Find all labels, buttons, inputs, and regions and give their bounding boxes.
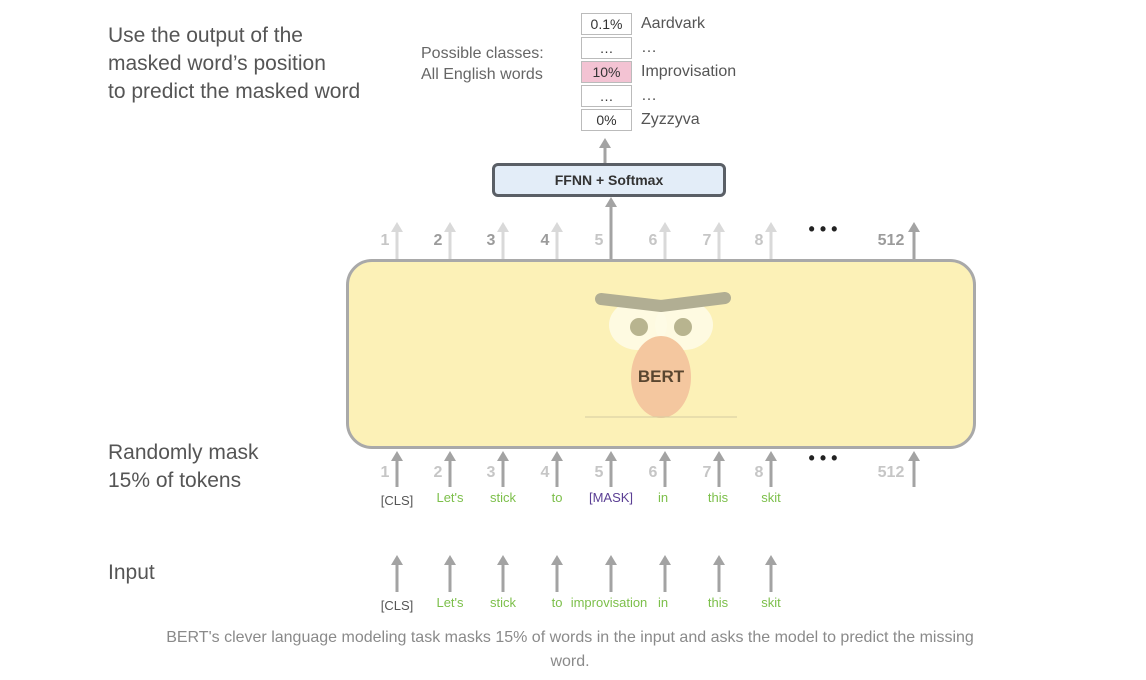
input-position-number: 1 — [380, 464, 390, 481]
input-position-number: 7 — [702, 464, 712, 481]
class-probability: … — [581, 85, 632, 107]
input-position-number-last: 512 — [877, 464, 905, 481]
masked-token: skit — [761, 490, 781, 505]
output-position-number: 8 — [754, 232, 764, 249]
input-note: Input — [108, 561, 155, 584]
mask-note-line: Randomly mask — [108, 441, 259, 464]
class-word: Aardvark — [641, 15, 706, 32]
input-ellipsis: • • • — [808, 448, 838, 468]
model-input-arrow — [765, 451, 777, 487]
output-arrow — [713, 222, 725, 259]
classes-label-line: Possible classes: — [421, 45, 544, 62]
class-probability: 0% — [581, 109, 632, 131]
input-position-number: 2 — [433, 464, 443, 481]
bert-face-icon — [585, 292, 737, 418]
class-word: … — [641, 39, 657, 56]
raw-input-arrow — [659, 555, 671, 592]
figure-caption: BERT's clever language modeling task mas… — [0, 626, 1140, 674]
output-position-number: 2 — [433, 232, 443, 249]
input-position-number: 5 — [594, 464, 604, 481]
class-probability: 0.1% — [581, 13, 632, 35]
masked-token: in — [657, 490, 669, 505]
input-position-number: 3 — [486, 464, 496, 481]
raw-input-arrow — [605, 555, 617, 592]
raw-input-arrow — [444, 555, 456, 592]
output-arrow — [551, 222, 563, 259]
masked-token: Let's — [436, 490, 464, 505]
model-label: BERT — [637, 367, 685, 386]
model-input-arrow — [605, 451, 617, 487]
classes-label-line: All English words — [421, 66, 543, 83]
input-token: skit — [761, 595, 781, 610]
raw-input-arrow — [765, 555, 777, 592]
model-input-arrow — [391, 451, 403, 487]
model-input-arrow — [497, 451, 509, 487]
output-position-number: 4 — [540, 232, 550, 249]
raw-input-arrow — [391, 555, 403, 592]
output-arrow-last — [908, 222, 920, 259]
predict-note-line: Use the output of the — [108, 24, 303, 47]
raw-input-arrow — [551, 555, 563, 592]
masked-token: this — [707, 490, 729, 505]
output-position-number: 6 — [648, 232, 658, 249]
masked-token: [MASK] — [588, 490, 634, 505]
input-token: to — [551, 595, 563, 610]
caption-line: BERT's clever language modeling task mas… — [166, 629, 974, 646]
output-ellipsis: • • • — [808, 219, 838, 239]
class-probability: … — [581, 37, 632, 59]
model-input-arrow — [659, 451, 671, 487]
raw-input-arrow — [497, 555, 509, 592]
input-token: this — [707, 595, 729, 610]
output-position-number: 3 — [486, 232, 496, 249]
output-position-number-last: 512 — [877, 232, 905, 249]
model-input-arrow-last — [908, 451, 920, 487]
mask-note: Randomly mask 15% of tokens — [108, 439, 259, 495]
output-arrow — [391, 222, 403, 259]
class-word: Improvisation — [641, 63, 737, 80]
predict-note-line: masked word’s position — [108, 52, 326, 75]
model-input-arrow — [551, 451, 563, 487]
model-input-arrow — [444, 451, 456, 487]
input-token: improvisation — [570, 595, 648, 610]
raw-input-arrow — [713, 555, 725, 592]
predict-note: Use the output of the masked word’s posi… — [108, 22, 360, 106]
class-probability: 10% — [581, 61, 632, 83]
input-position-number: 6 — [648, 464, 658, 481]
class-word: Zyzzyva — [641, 111, 700, 128]
masked-token: stick — [490, 490, 516, 505]
input-position-number: 8 — [754, 464, 764, 481]
bert-model-box: BERT — [346, 259, 976, 449]
output-arrow — [659, 222, 671, 259]
output-position-number: 7 — [702, 232, 712, 249]
output-arrow — [765, 222, 777, 259]
output-arrow — [497, 222, 509, 259]
class-word: … — [641, 87, 657, 104]
input-token: [CLS] — [380, 598, 414, 613]
output-arrow — [444, 222, 456, 259]
masked-token: to — [551, 490, 563, 505]
output-position-number: 1 — [380, 232, 390, 249]
input-token: Let's — [436, 595, 464, 610]
softmax-output-arrow — [599, 138, 611, 163]
mask-note-line: 15% of tokens — [108, 469, 242, 492]
caption-line: word. — [550, 653, 590, 670]
output-arrow-masked — [605, 197, 617, 259]
classes-label: Possible classes: All English words — [421, 43, 544, 85]
model-input-arrow — [713, 451, 725, 487]
input-token: stick — [490, 595, 516, 610]
output-position-number: 5 — [594, 232, 604, 249]
predict-note-line: to predict the masked word — [108, 80, 361, 103]
ffnn-softmax-box: FFNN + Softmax — [492, 163, 726, 197]
input-token: in — [657, 595, 669, 610]
input-position-number: 4 — [540, 464, 550, 481]
masked-token: [CLS] — [380, 493, 414, 508]
